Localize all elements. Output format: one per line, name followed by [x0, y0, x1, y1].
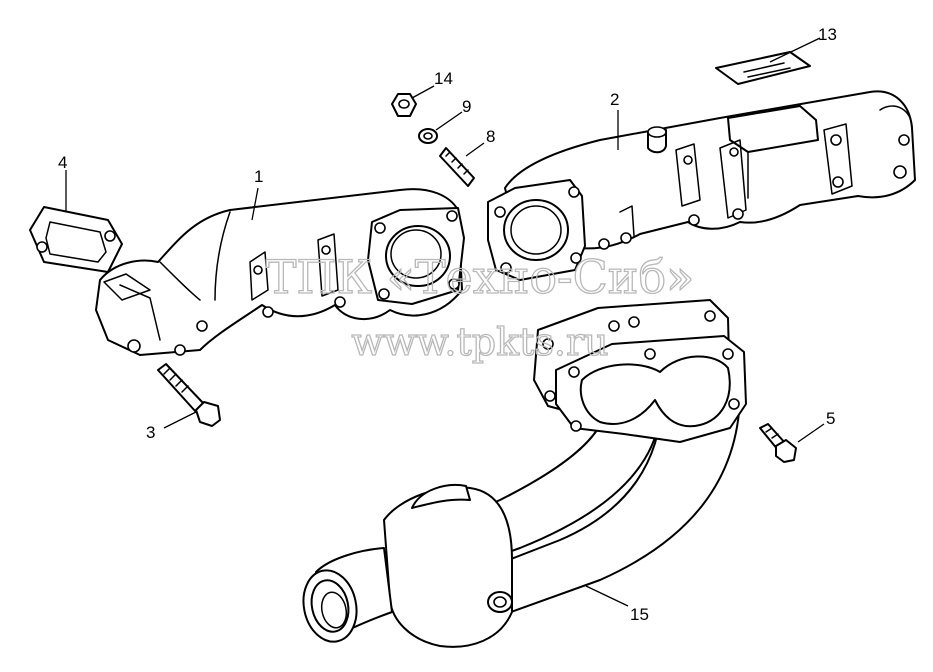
- callouts: 1 2 3 4 5 8 9 13 14 15: [58, 25, 837, 624]
- exhaust-pipe-part-15[interactable]: [297, 299, 747, 648]
- leader-8: [465, 142, 485, 157]
- callout-14: 14: [434, 69, 453, 88]
- callout-4: 4: [58, 153, 67, 172]
- washer-part-9[interactable]: [418, 128, 438, 144]
- leader-15: [585, 585, 629, 607]
- plate-part-13[interactable]: [715, 51, 811, 85]
- gasket-part-4[interactable]: [29, 206, 123, 273]
- leader-1: [251, 187, 259, 221]
- watermark-company: ТПК «Техно-Сиб»: [266, 250, 695, 304]
- nut-part-14[interactable]: [391, 93, 417, 117]
- bolt-part-3[interactable]: [157, 363, 221, 427]
- rear-exhaust-manifold-part-2[interactable]: [487, 90, 916, 281]
- leader-lines: [65, 37, 825, 607]
- callout-15: 15: [630, 605, 649, 624]
- callout-2: 2: [610, 90, 619, 109]
- watermark: ТПК «Техно-Сиб» www.tpkts.ru: [265, 249, 695, 364]
- callout-5: 5: [826, 409, 835, 428]
- callout-9: 9: [462, 97, 471, 116]
- leader-13: [769, 37, 821, 63]
- leader-14: [411, 85, 435, 99]
- callout-8: 8: [486, 127, 495, 146]
- leader-3: [163, 411, 197, 429]
- bolt-part-5[interactable]: [759, 423, 797, 463]
- stud-part-8[interactable]: [439, 147, 475, 187]
- front-exhaust-manifold-part-1[interactable]: [95, 188, 465, 356]
- leader-5: [797, 423, 825, 443]
- watermark-website: www.tpkts.ru: [351, 320, 608, 364]
- callout-3: 3: [146, 423, 155, 442]
- callout-1: 1: [254, 167, 263, 186]
- leader-9: [435, 111, 463, 131]
- callout-13: 13: [818, 25, 837, 44]
